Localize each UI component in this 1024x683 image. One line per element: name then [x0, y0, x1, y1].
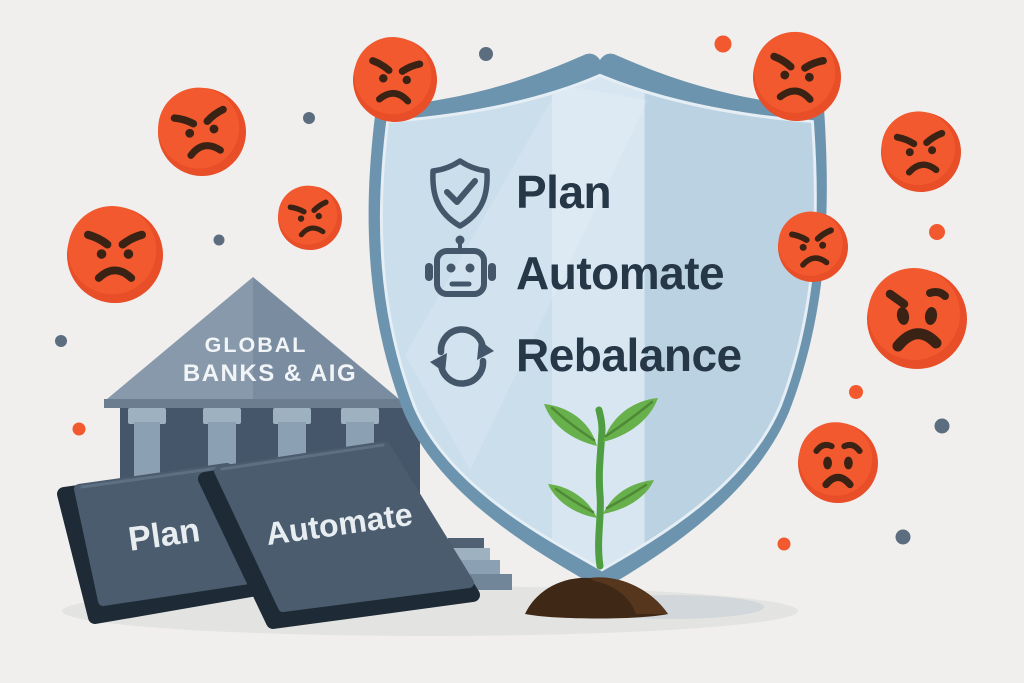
grey-dots	[55, 47, 950, 545]
orange-dot	[714, 35, 732, 53]
shield-item-rebalance-label: Rebalance	[516, 329, 742, 381]
plant-sprout	[544, 398, 658, 570]
shield-checklist: Plan Automate Rebalance	[425, 158, 742, 387]
orange-dot	[777, 537, 791, 551]
grey-dot	[55, 335, 67, 347]
robot-icon	[425, 235, 496, 297]
grey-dot	[213, 234, 225, 246]
soil-mound	[525, 577, 668, 619]
shield-item-plan-label: Plan	[516, 166, 611, 218]
bank-pediment: GLOBAL BANKS & AIG	[104, 277, 404, 408]
orange-dot	[929, 224, 945, 240]
automate-tile: Automate	[198, 441, 480, 629]
bank-sign-line1: GLOBAL	[205, 333, 308, 357]
orange-dot	[72, 422, 86, 436]
orange-dots	[72, 35, 945, 551]
protection-shield: Plan Automate Rebalance	[368, 53, 827, 591]
bank-sign: GLOBAL BANKS & AIG	[183, 333, 357, 387]
shield-face	[382, 77, 814, 568]
grey-dot	[479, 47, 493, 61]
plan-tile: Plan	[57, 463, 258, 624]
shield-check-icon	[430, 158, 490, 229]
grey-dot	[303, 112, 315, 124]
grey-dot	[934, 418, 950, 434]
shield-item-automate-label: Automate	[516, 247, 724, 299]
refresh-icon	[430, 326, 494, 387]
bank-sign-line2: BANKS & AIG	[183, 360, 357, 387]
grey-dot	[895, 529, 911, 545]
orange-dot	[849, 385, 863, 399]
